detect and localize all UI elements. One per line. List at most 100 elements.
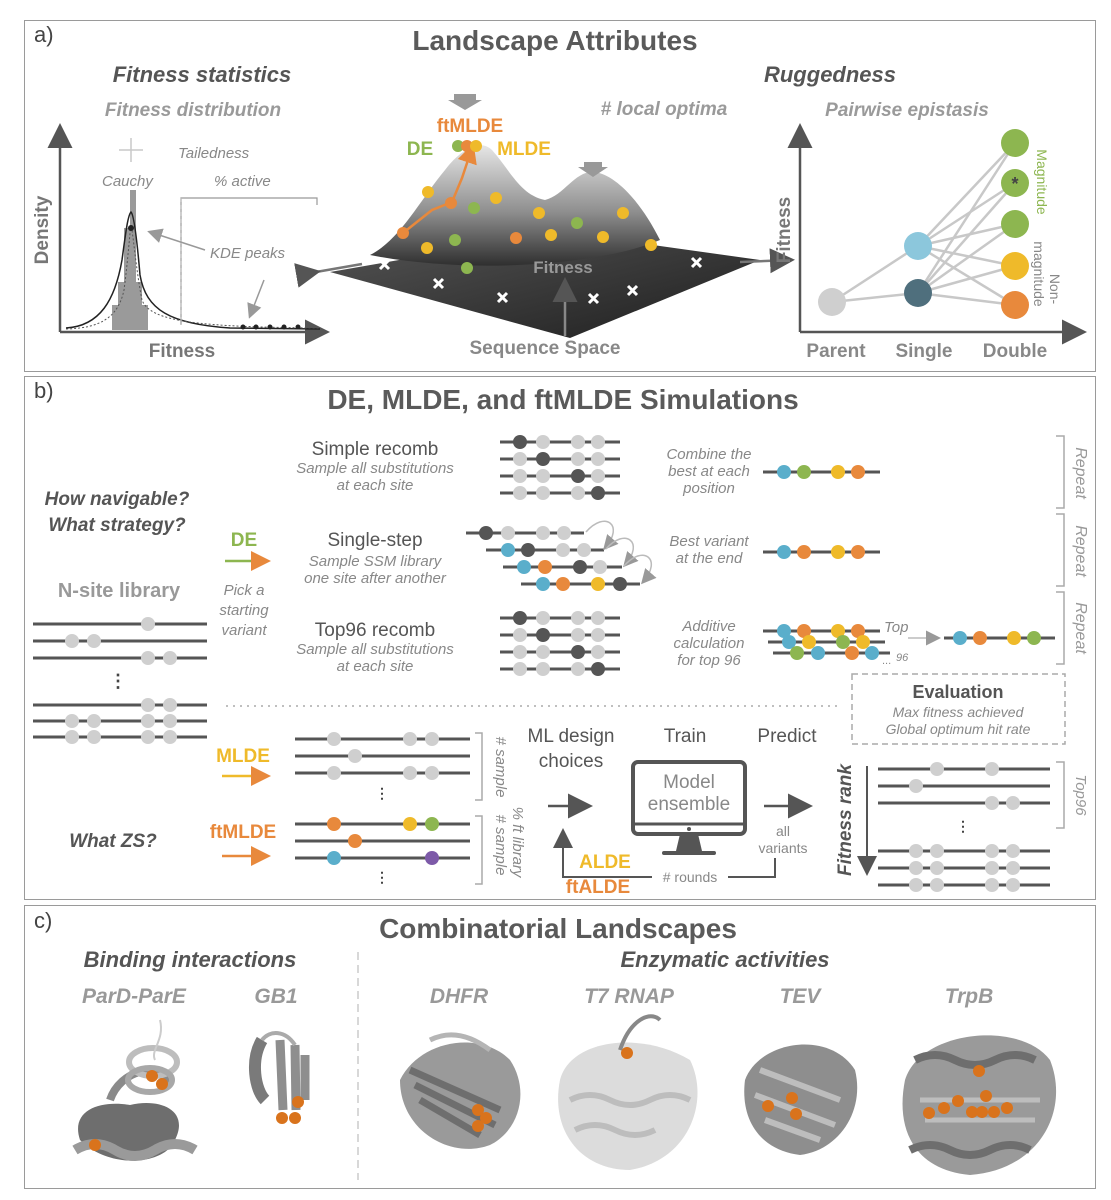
evaluation-line-2: Global optimum hit rate [886,721,1031,737]
repeat-label-3: Repeat [1072,602,1089,654]
simple-recomb-title: Simple recomb [312,439,439,460]
top96-result-variant [944,631,1055,645]
double-node-3 [1001,210,1029,238]
ranked-library [878,762,1050,892]
density-y-label: Density [32,195,53,264]
fitness-distribution-subheading: Fitness distribution [105,100,281,121]
nsite-library [33,617,207,744]
nsite-library-label: N-site library [58,580,181,602]
ranked-ellipsis: ⋮ [956,818,970,834]
question-strategy: What strategy? [48,515,186,536]
repeat-label-2: Repeat [1072,525,1089,577]
kde-curve [65,210,321,330]
top96-recomb-sub2: at each site [337,658,414,675]
single-result-2: at the end [676,550,743,567]
evaluation-box [851,673,1066,745]
single-step-sub1: Sample SSM library [309,553,443,570]
protein-label-tev: TEV [780,985,823,1008]
pick-label-1: Pick a [224,582,265,599]
ftmlde-strategy-label: ftMLDE [210,822,276,843]
protein-label-gb1: GB1 [254,985,297,1008]
simple-result-1: Combine the [666,446,751,463]
ensemble-label: ensemble [648,794,730,815]
ftmlde-n-sample: # sample [492,815,509,876]
panel-b-label: b) [34,378,54,403]
ml-design-label: ML design [528,726,615,747]
double-node-5 [1001,291,1029,319]
landscape-fitness-label: Fitness [533,258,593,277]
single-node-2 [904,279,932,307]
all-label: all [776,823,790,839]
simple-recomb-library [500,435,620,500]
pct-ft-library: % ft library [509,807,526,879]
top96-bracket [1056,761,1065,829]
mlde-n-sample: # sample [492,737,509,798]
predict-label: Predict [757,726,817,747]
peak-marker-local [578,162,608,177]
top-96-number: 96 [896,652,909,664]
protein-structure-trpb [902,1035,1057,1175]
repeat-brackets [1056,435,1065,665]
magnitude-label: Magnitude [1034,149,1050,215]
top96-result-3: for top 96 [677,652,741,669]
protein-label-dhfr: DHFR [430,985,489,1008]
evaluation-line-1: Max fitness achieved [893,704,1025,720]
simple-recomb-sub1: Sample all substitutions [296,460,454,477]
kde-peak-main [128,225,134,231]
double-x-label: Double [983,341,1047,362]
double-node-4 [1001,252,1029,280]
epistasis-edges [831,142,1017,307]
single-result-variant [763,545,880,559]
ftmlde-label: ftMLDE [437,116,503,137]
de-label: DE [407,139,433,160]
histogram-bars [112,190,148,330]
non-magnitude-label-1: Non- [1047,274,1063,305]
question-navigable: How navigable? [45,489,190,510]
top96-result-2: calculation [674,635,745,652]
alde-label: ALDE [579,852,631,873]
epistasis-star: * [1011,174,1018,194]
fitness-stats-heading: Fitness statistics [113,62,292,87]
protein-label-pardpare: ParD-ParE [82,985,187,1008]
repeat-label-1: Repeat [1072,447,1089,499]
local-optima-label: # local optima [601,99,728,120]
fitness-rank-label: Fitness rank [835,763,856,876]
protein-label-trpb: TrpB [945,985,994,1008]
simple-result-variant [763,465,880,479]
pairwise-epistasis-subheading: Pairwise epistasis [825,100,989,121]
protein-structure-tev [744,1044,858,1155]
panel-c-label: c) [34,908,52,933]
pick-label-3: variant [221,622,267,639]
kde-peaks-label: KDE peaks [210,245,286,262]
protein-structure-t7rnap [558,1014,698,1170]
variants-label: variants [758,840,807,856]
parent-x-label: Parent [806,341,866,362]
non-magnitude-label-2: magnitude [1031,241,1047,307]
binding-heading: Binding interactions [84,947,297,972]
enzymatic-heading: Enzymatic activities [620,947,829,972]
double-node-2 [1001,169,1029,197]
top96-result-1: Additive [681,618,735,635]
panel-c-title: Combinatorial Landscapes [379,913,737,944]
top96-recomb-library [500,611,620,676]
ml-choices-label: choices [539,751,603,772]
ftmlde-library [295,817,470,865]
single-result-1: Best variant [669,533,749,550]
single-x-label: Single [895,341,952,362]
tailedness-icon [119,138,143,162]
landscape-points [397,140,657,274]
mlde-ellipsis: ⋮ [375,785,389,801]
model-label: Model [663,772,715,793]
double-node-1 [1001,129,1029,157]
pct-active-label: % active [214,173,271,190]
mlde-library [295,732,470,780]
kde-arrow-main [147,228,206,251]
question-zs: What ZS? [69,831,157,852]
single-step-title: Single-step [327,530,422,551]
de-strategy-label: DE [231,530,257,551]
mlde-strategy-label: MLDE [216,746,270,767]
protein-label-t7rnap: T7 RNAP [584,985,675,1008]
ruggedness-heading: Ruggedness [764,62,896,87]
model-ensemble-monitor-icon [631,760,747,855]
